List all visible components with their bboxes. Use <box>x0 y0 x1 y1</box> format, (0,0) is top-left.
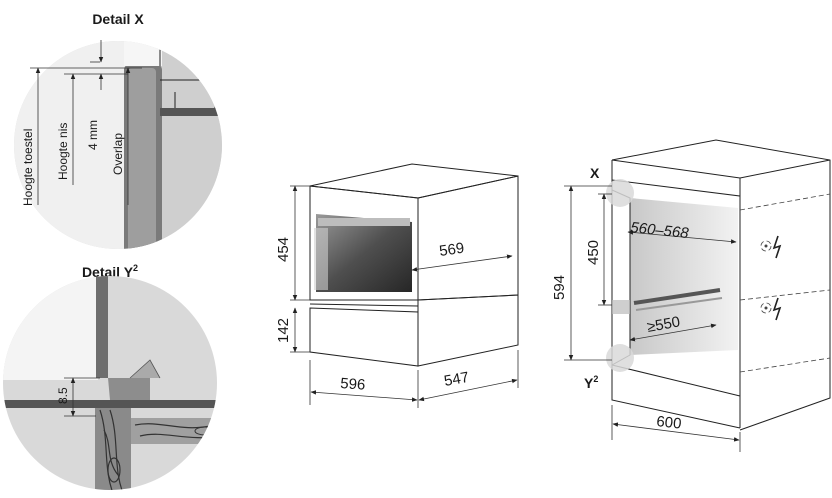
marker-x-label: X <box>590 165 600 181</box>
detail-x: Detail X Hoogte toestel Hoogte nis 4 mm … <box>14 11 222 249</box>
oven-inner-depth-dim: 569 <box>438 240 465 260</box>
oven-height-dim: 454 <box>275 237 292 262</box>
detail-y-title: Detail Y2 <box>82 263 138 280</box>
niche-height-dim: 450 <box>585 240 602 265</box>
detail-y-dim: 8.5 <box>56 387 70 404</box>
label-4mm: 4 mm <box>86 120 100 150</box>
detail-y: Detail Y2 8.5 <box>3 263 217 490</box>
label-overlap: Overlap <box>111 133 125 175</box>
detail-x-marker <box>606 179 634 207</box>
drawer-height-dim: 142 <box>275 318 292 343</box>
oven-width-dim: 596 <box>340 375 366 394</box>
niche-depth-range-dim: 560–568 <box>630 219 691 242</box>
oven-drawing: 454 142 569 596 547 <box>275 163 519 408</box>
power-icon <box>760 235 782 259</box>
label-appliance-height: Hoogte toestel <box>21 129 35 206</box>
power-icon <box>760 297 782 321</box>
niche-drawing: X Y2 594 450 560–568 ≥550 600 <box>551 139 831 452</box>
label-niche-height: Hoogte nis <box>56 123 70 180</box>
niche-width-dim: 600 <box>656 413 683 433</box>
niche-min-depth-dim: ≥550 <box>646 313 682 336</box>
oven-depth-dim: 547 <box>443 369 471 390</box>
niche-total-height-dim: 594 <box>551 275 568 300</box>
detail-x-title: Detail X <box>92 11 144 27</box>
detail-y-marker <box>606 344 634 372</box>
marker-y-label: Y2 <box>584 374 598 391</box>
